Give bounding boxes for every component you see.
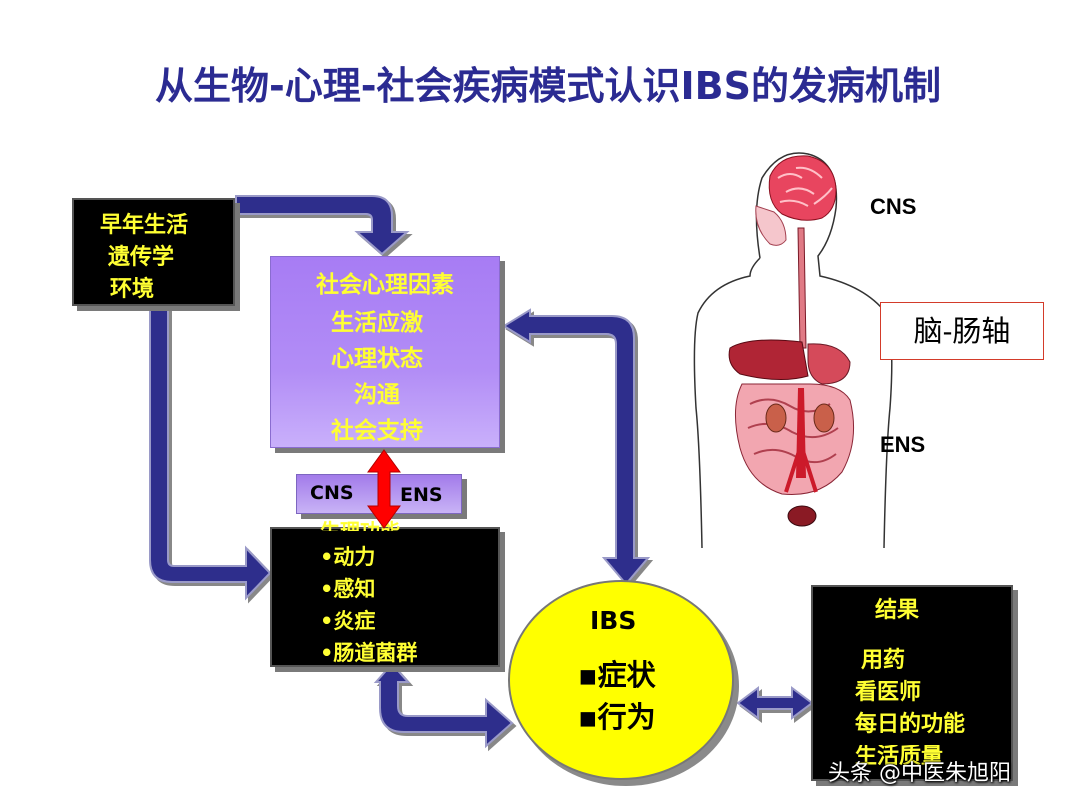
outcomes-item: 生活质量 [855, 745, 944, 765]
genetics-line: 遗传学 [108, 245, 175, 270]
outcomes-item: 每日的功能 [855, 712, 966, 737]
physiology-item: •炎症 [320, 609, 376, 633]
arrow-early-to-social [235, 195, 410, 256]
cns-label: CNS [310, 482, 354, 504]
arrow-ibs-results [736, 686, 814, 720]
outcomes-heading: 结果 [875, 598, 920, 623]
ens-label: ENS [400, 484, 443, 506]
ibs-item: ▪症状 [578, 658, 656, 692]
arrow-physio-ibs [373, 662, 514, 749]
physiology-item: •肠道菌群 [320, 641, 418, 665]
outcomes-box: 结果 用药 看医师 每日的功能 生活质量 [811, 585, 1013, 781]
psychosocial-box: 社会心理因素 生活应激 心理状态 沟通 社会支持 [270, 256, 500, 448]
anatomy-cns-label: CNS [870, 194, 917, 219]
psychosocial-heading: 社会心理因素 [316, 272, 454, 298]
physiology-box: 生理功能 •动力 •感知 •炎症 •肠道菌群 [270, 519, 500, 667]
psychosocial-item: 社会支持 [331, 418, 423, 444]
arrow-early-to-physio [149, 305, 272, 601]
physiology-item: •动力 [320, 545, 376, 569]
psychosocial-item: 沟通 [354, 382, 400, 408]
psychosocial-item: 生活应激 [331, 310, 423, 336]
arrow-social-ibs [502, 308, 651, 586]
early-life-box: 早年生活 遗传学 环境 [72, 198, 235, 306]
early-life-line: 早年生活 [100, 213, 189, 238]
environment-line: 环境 [110, 277, 155, 302]
brain-gut-double-arrow [367, 449, 401, 529]
page-title: 从生物-心理-社会疾病模式认识IBS的发病机制 [154, 64, 941, 108]
ibs-circle: IBS ▪症状 ▪行为 [508, 580, 734, 780]
physiology-item: •感知 [320, 577, 376, 601]
human-anatomy-figure [693, 152, 893, 549]
outcomes-item: 用药 [861, 648, 906, 673]
ibs-label: IBS [590, 606, 637, 635]
outcomes-item: 看医师 [855, 680, 922, 705]
psychosocial-item: 心理状态 [331, 346, 423, 372]
ibs-item: ▪行为 [578, 700, 656, 734]
watermark: 头条 @中医朱旭阳 [828, 761, 1011, 786]
brain-gut-axis-box: 脑-肠轴 [880, 302, 1044, 360]
anatomy-ens-label: ENS [880, 432, 926, 457]
